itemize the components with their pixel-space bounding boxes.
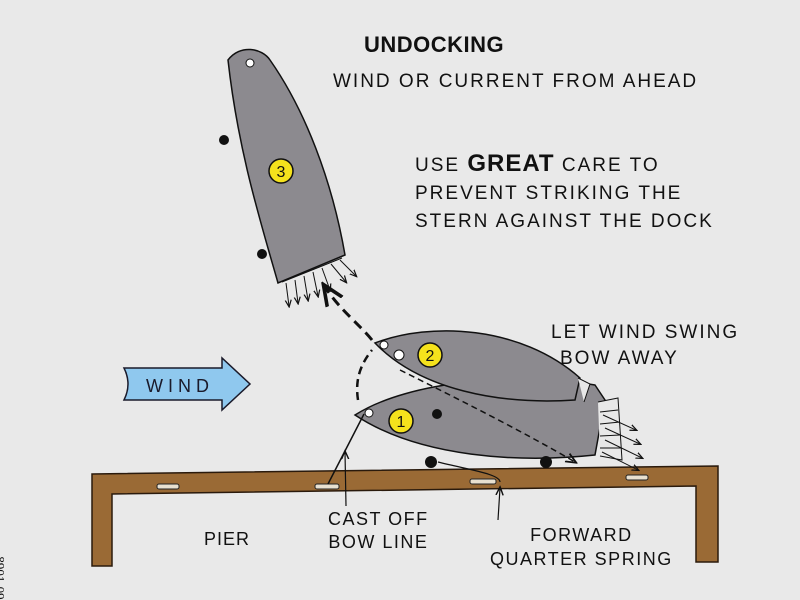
forward-spring-line-1: FORWARD <box>530 525 633 545</box>
cleat <box>314 483 340 490</box>
bow-cleat <box>364 408 374 418</box>
warning-line-3: STERN AGAINST THE DOCK <box>415 211 714 232</box>
cleat <box>469 478 497 485</box>
pier-label: PIER <box>204 529 251 549</box>
diagram-subtitle: WIND OR CURRENT FROM AHEAD <box>333 71 699 92</box>
forward-spring-label: FORWARD QUARTER SPRING <box>490 523 673 571</box>
swing-line-1: LET WIND SWING <box>551 322 740 343</box>
leader-cast-off <box>345 452 346 507</box>
motion-path <box>325 287 374 341</box>
diagram-title: UNDOCKING <box>364 32 505 57</box>
cleat <box>625 474 649 481</box>
swing-note: LET WIND SWING BOW AWAY <box>551 320 739 372</box>
bow-line <box>327 413 365 485</box>
helm-icon <box>393 349 405 361</box>
pier <box>91 465 719 567</box>
forward-spring-line-2: QUARTER SPRING <box>490 549 673 569</box>
cleat <box>156 483 180 490</box>
marker-3-label: 3 <box>277 164 286 181</box>
bow-cleat <box>379 340 389 350</box>
marker-2-label: 2 <box>426 348 435 365</box>
cast-off-line-2: BOW LINE <box>328 532 429 552</box>
warning-line-1: USE GREAT CARE TO <box>415 150 660 177</box>
warning-note: USE GREAT CARE TO PREVENT STRIKING THE S… <box>415 150 714 236</box>
wind-label: WIND <box>146 376 214 396</box>
marker-1-label: 1 <box>397 414 406 431</box>
marker-1: 1 <box>388 408 414 434</box>
warning-line-2: PREVENT STRIKING THE <box>415 183 683 204</box>
wind-arrow <box>122 356 252 412</box>
swing-line-2: BOW AWAY <box>560 348 679 369</box>
marker-2: 2 <box>417 342 443 368</box>
leader-spring <box>498 488 500 521</box>
bow-cleat <box>245 58 255 68</box>
cast-off-line-1: CAST OFF <box>328 509 429 529</box>
cast-off-label: CAST OFF BOW LINE <box>328 508 429 554</box>
motion-path <box>355 349 373 401</box>
spring-swing-path <box>399 369 575 462</box>
fender-dots <box>219 135 552 468</box>
spring-line <box>437 461 501 483</box>
marker-3: 3 <box>268 158 294 184</box>
figure-id: 8901-09 <box>0 556 8 600</box>
